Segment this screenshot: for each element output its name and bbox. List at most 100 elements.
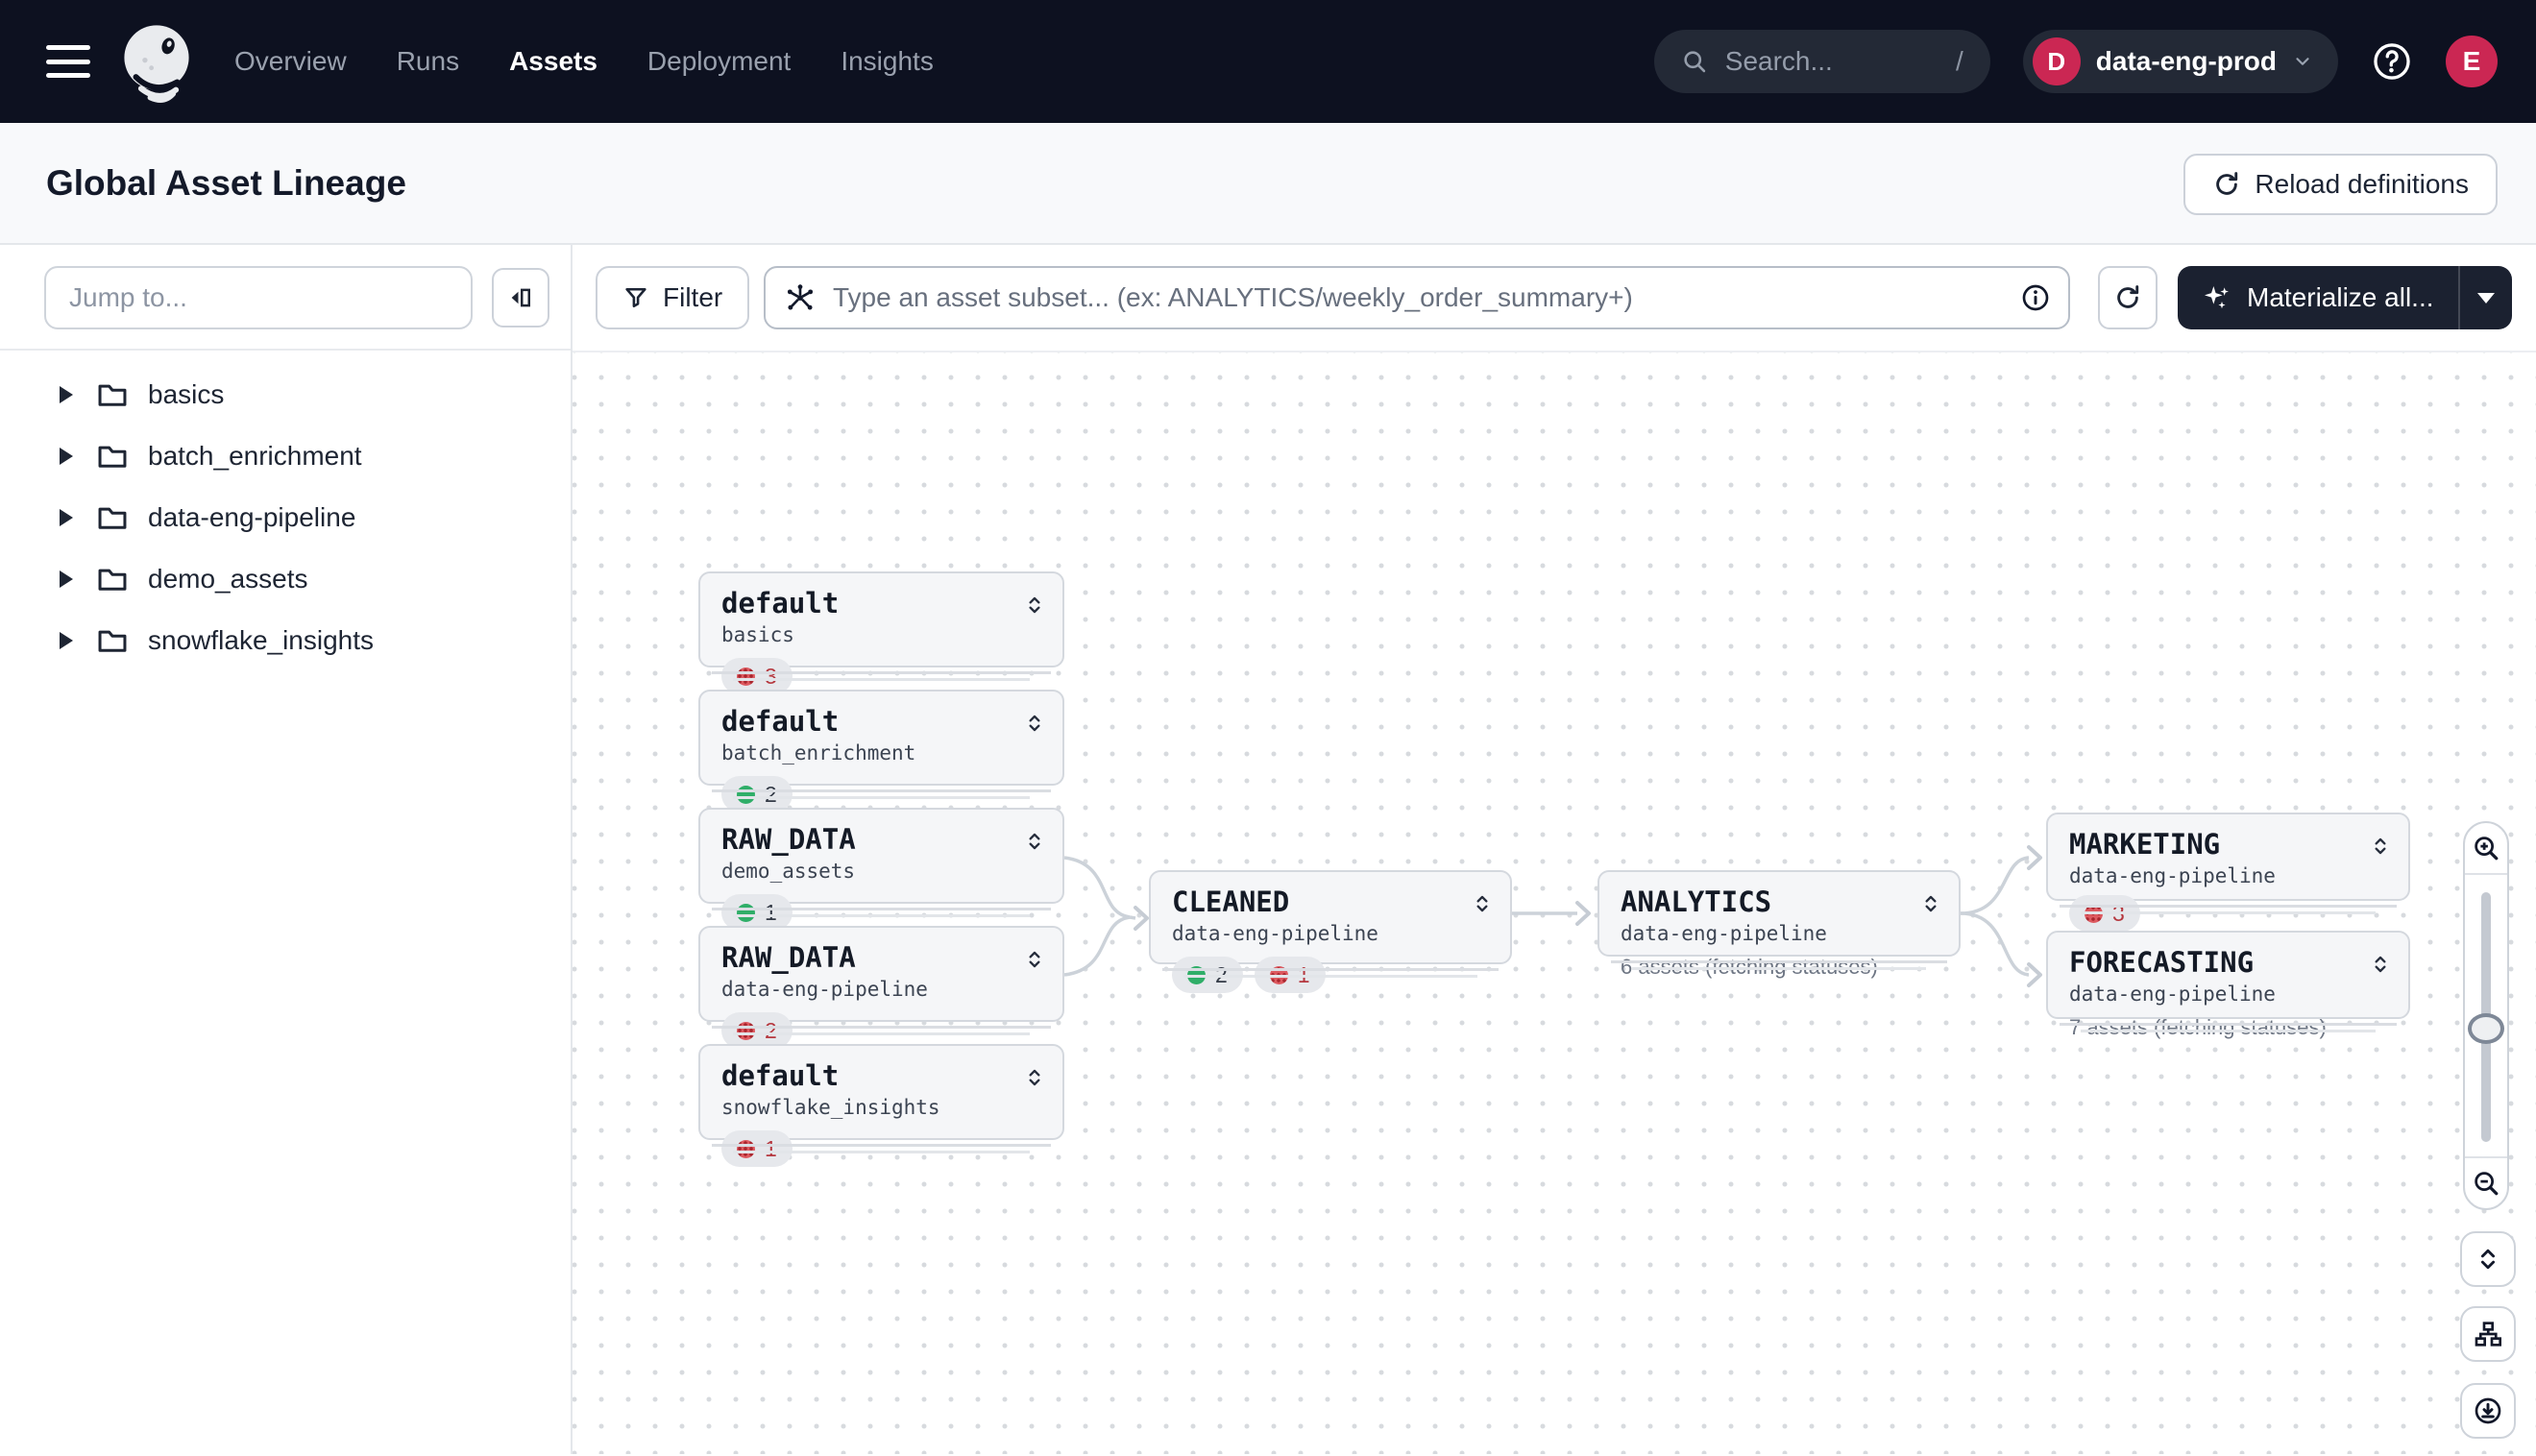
tree-item-label: snowflake_insights <box>148 625 375 655</box>
caret-right-icon[interactable] <box>60 632 73 649</box>
asset-group-node-default-batch-enrichment[interactable]: default batch_enrichment 2 <box>698 690 1064 813</box>
asset-group-node-marketing[interactable]: MARKETING data-eng-pipeline 3 <box>2046 813 2410 932</box>
node-status-meta: 6 assets (fetching statuses) <box>1621 955 1878 979</box>
zoom-control <box>2463 821 2509 1210</box>
page-header: Global Asset Lineage Reload definitions <box>0 123 2536 245</box>
workspace-switcher[interactable]: D data-eng-prod <box>2022 30 2338 93</box>
caret-right-icon[interactable] <box>60 448 73 465</box>
dagster-logo[interactable] <box>115 20 198 103</box>
zoom-slider-thumb[interactable] <box>2468 1013 2504 1044</box>
asset-group-node-default-snowflake-insights[interactable]: default snowflake_insights 1 <box>698 1044 1064 1167</box>
split-button-divider <box>2458 266 2460 329</box>
node-subtitle: data-eng-pipeline <box>721 978 928 1001</box>
failed-count-badge: 1 <box>1254 957 1326 993</box>
unfold-icon[interactable] <box>1022 709 1047 738</box>
menu-icon[interactable] <box>46 45 90 78</box>
status-badges: 2 1 <box>1172 957 1489 993</box>
unfold-icon[interactable] <box>2368 832 2393 861</box>
failed-dot-icon <box>737 1139 755 1158</box>
asset-group-node-analytics[interactable]: ANALYTICS data-eng-pipeline 6 assets (fe… <box>1597 870 1961 979</box>
asset-graph-icon <box>787 284 814 310</box>
tree-item-basics[interactable]: basics <box>0 364 571 425</box>
download-image-button[interactable] <box>2460 1383 2516 1439</box>
tree-item-batch-enrichment[interactable]: batch_enrichment <box>0 425 571 487</box>
node-subtitle: data-eng-pipeline <box>1172 922 1378 945</box>
folder-icon <box>98 507 127 529</box>
tree-item-snowflake-insights[interactable]: snowflake_insights <box>0 610 571 671</box>
node-title: FORECASTING <box>2069 946 2255 979</box>
materialize-options-button[interactable] <box>2460 266 2512 329</box>
materialize-all-button[interactable]: Materialize all... <box>2178 266 2458 329</box>
jump-to-input[interactable] <box>44 266 473 329</box>
asset-subset-input[interactable] <box>764 266 2070 329</box>
folder-icon <box>98 384 127 406</box>
materialize-all-label: Materialize all... <box>2247 282 2434 312</box>
failed-count-badge: 3 <box>2069 895 2140 932</box>
node-subtitle: data-eng-pipeline <box>1621 922 1827 945</box>
tree-item-label: batch_enrichment <box>148 441 362 471</box>
asset-group-node-default-basics[interactable]: default basics 3 <box>698 571 1064 694</box>
unfold-icon[interactable] <box>1470 889 1495 918</box>
node-title: CLEANED <box>1172 886 1290 918</box>
info-icon[interactable] <box>2020 282 2051 313</box>
unfold-icon[interactable] <box>1918 889 1943 918</box>
node-title: default <box>721 705 840 738</box>
asset-group-node-cleaned[interactable]: CLEANED data-eng-pipeline 2 1 <box>1149 870 1512 993</box>
collapse-sidebar-button[interactable] <box>492 268 549 328</box>
materialized-dot-icon <box>737 903 755 922</box>
node-title: default <box>721 1059 840 1092</box>
node-subtitle: basics <box>721 623 794 646</box>
expand-collapse-groups-button[interactable] <box>2460 1231 2516 1287</box>
user-initial: E <box>2462 46 2481 76</box>
zoom-out-button[interactable] <box>2465 1156 2507 1208</box>
nav-item-insights[interactable]: Insights <box>841 46 934 76</box>
filter-button[interactable]: Filter <box>596 266 750 329</box>
page-title: Global Asset Lineage <box>46 162 406 203</box>
failed-dot-icon <box>737 1021 755 1040</box>
asset-group-node-rawdata-demo-assets[interactable]: RAW_DATA demo_assets 1 <box>698 808 1064 931</box>
user-avatar[interactable]: E <box>2446 36 2498 87</box>
tree-item-data-eng-pipeline[interactable]: data-eng-pipeline <box>0 487 571 548</box>
zoom-in-button[interactable] <box>2465 823 2507 875</box>
node-subtitle: demo_assets <box>721 860 856 883</box>
materialize-all-split-button: Materialize all... <box>2178 266 2512 329</box>
refresh-graph-button[interactable] <box>2098 266 2158 329</box>
unfold-icon[interactable] <box>1022 827 1047 856</box>
global-search[interactable]: Search... / <box>1653 30 1990 93</box>
top-nav: Overview Runs Assets Deployment Insights… <box>0 0 2536 123</box>
caret-right-icon[interactable] <box>60 509 73 526</box>
nav-item-assets[interactable]: Assets <box>509 46 597 76</box>
tree-item-label: basics <box>148 379 225 409</box>
nav-item-runs[interactable]: Runs <box>396 46 460 76</box>
materialized-dot-icon <box>1187 965 1206 984</box>
node-subtitle: data-eng-pipeline <box>2069 864 2276 887</box>
lineage-canvas[interactable]: default basics 3 default batch_enrichmen… <box>573 351 2536 1454</box>
nav-item-deployment[interactable]: Deployment <box>646 46 792 76</box>
unfold-icon[interactable] <box>1022 591 1047 619</box>
asset-group-tree: basics batch_enrichment data-eng-pipelin… <box>0 351 571 671</box>
caret-right-icon[interactable] <box>60 570 73 588</box>
relayout-graph-button[interactable] <box>2460 1306 2516 1362</box>
workspace-badge: D <box>2032 37 2081 85</box>
download-icon <box>2475 1397 2501 1424</box>
caret-right-icon[interactable] <box>60 386 73 403</box>
tree-item-demo-assets[interactable]: demo_assets <box>0 548 571 610</box>
nav-item-overview[interactable]: Overview <box>234 46 347 76</box>
status-badges: 3 <box>2069 895 2387 932</box>
materialized-count-badge: 2 <box>1172 957 1243 993</box>
help-icon[interactable] <box>2371 40 2413 83</box>
asset-group-node-forecasting[interactable]: FORECASTING data-eng-pipeline 7 assets (… <box>2046 931 2410 1039</box>
tree-item-label: data-eng-pipeline <box>148 502 356 532</box>
reload-definitions-button[interactable]: Reload definitions <box>2183 154 2498 215</box>
unfold-icon[interactable] <box>1022 945 1047 974</box>
materialized-dot-icon <box>737 785 755 804</box>
reload-definitions-label: Reload definitions <box>2255 169 2469 199</box>
unfold-icon[interactable] <box>1022 1063 1047 1092</box>
unfold-icon[interactable] <box>2368 950 2393 979</box>
node-subtitle: batch_enrichment <box>721 741 916 764</box>
node-subtitle: data-eng-pipeline <box>2069 983 2276 1006</box>
hierarchy-icon <box>2475 1322 2501 1347</box>
asset-group-node-rawdata-data-eng-pipeline[interactable]: RAW_DATA data-eng-pipeline 2 <box>698 926 1064 1049</box>
sparkle-icon <box>2205 286 2229 309</box>
failed-dot-icon <box>2085 904 2103 923</box>
